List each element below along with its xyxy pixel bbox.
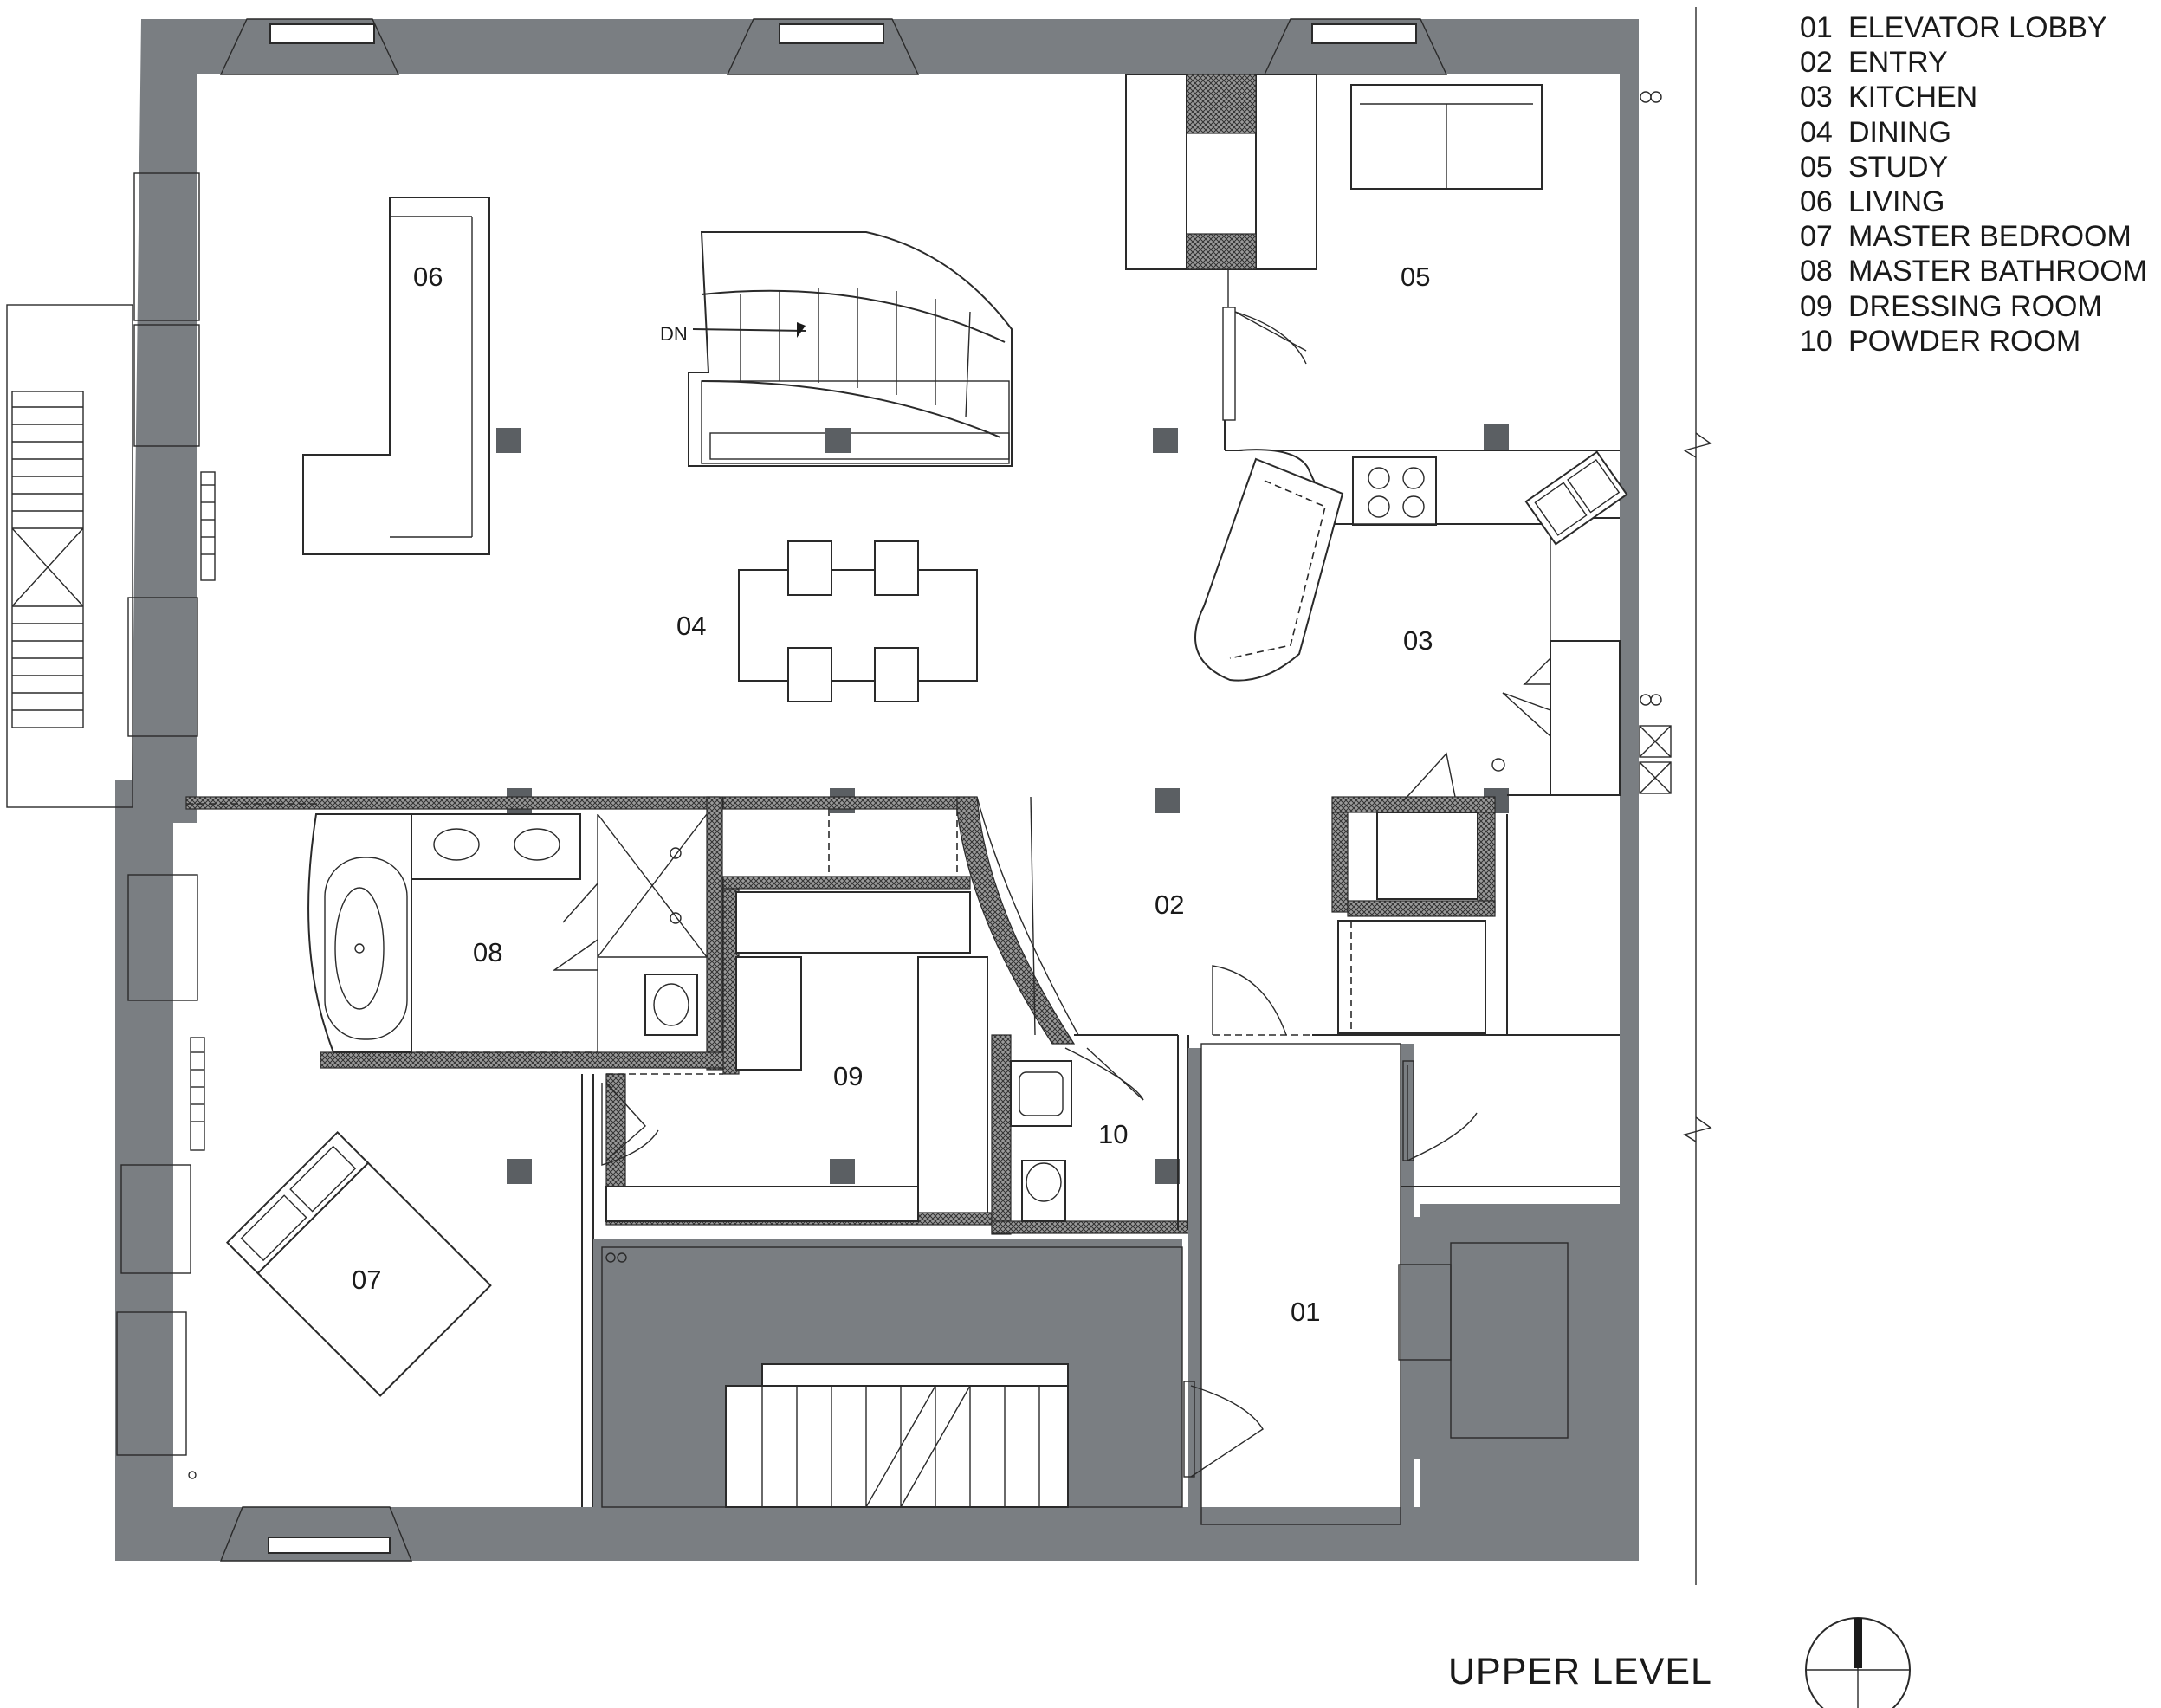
- dining-table: [738, 540, 978, 702]
- entry-closets: [1212, 752, 1620, 1036]
- dressing-room: [605, 796, 993, 1226]
- bottom-window-sill: [268, 1537, 391, 1554]
- lower-stair-zone: [593, 1239, 1183, 1508]
- kitchen: [1194, 91, 1672, 796]
- sheet-title: UPPER LEVEL: [1448, 1651, 1712, 1692]
- top-windows: [219, 18, 1448, 75]
- room-label-01: 01: [1291, 1297, 1320, 1327]
- room-label-03: 03: [1403, 625, 1433, 656]
- elevator-lobby: [1183, 1043, 1620, 1525]
- room-label-05: 05: [1401, 262, 1430, 292]
- section-ticks: [1683, 7, 1712, 1585]
- living-sofa: [302, 197, 490, 555]
- room-label-04: 04: [676, 611, 706, 641]
- left-windows: [116, 172, 200, 1456]
- entry-curve-wall: [956, 796, 1079, 1045]
- main-stair: [688, 231, 1013, 467]
- room-label-06: 06: [413, 262, 443, 292]
- room-label-02: 02: [1155, 890, 1184, 920]
- room-label-07: 07: [352, 1265, 381, 1295]
- exterior-stair: [6, 304, 133, 808]
- stair-down-label: DN: [660, 323, 688, 345]
- bottom-window: [219, 1506, 413, 1562]
- north-arrow-icon: [1805, 1617, 1911, 1708]
- room-label-09: 09: [833, 1061, 863, 1091]
- bedroom-bed: [188, 1074, 659, 1507]
- study: [1125, 74, 1620, 451]
- elevator: [1398, 1217, 1595, 1459]
- room-label-10: 10: [1098, 1119, 1128, 1149]
- bathroom: [185, 796, 724, 1071]
- radiators: [190, 471, 216, 1151]
- room-label-08: 08: [473, 937, 502, 967]
- powder-room: [991, 1034, 1192, 1235]
